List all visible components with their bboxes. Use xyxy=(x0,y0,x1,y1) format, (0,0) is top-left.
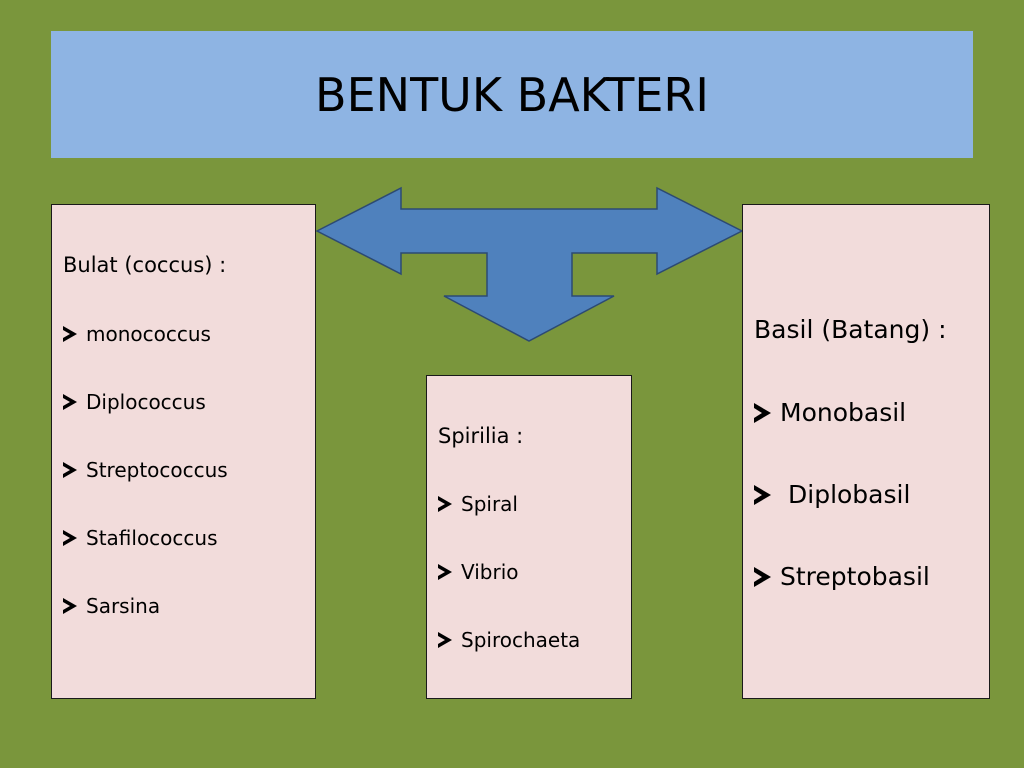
list-item-label: Stafilococcus xyxy=(86,526,218,550)
list-item: monococcus xyxy=(63,322,211,346)
list-item-label: Diplococcus xyxy=(86,390,206,414)
arrow-bullet-icon xyxy=(63,394,77,410)
coccus-box: Bulat (coccus) : monococcus Diplococcus … xyxy=(51,204,316,699)
list-item-label: Streptococcus xyxy=(86,458,228,482)
slide-title: BENTUK BAKTERI xyxy=(315,67,709,122)
basil-box: Basil (Batang) : Monobasil Diplobasil St… xyxy=(742,204,990,699)
list-item: Spirochaeta xyxy=(438,628,580,652)
arrow-bullet-icon xyxy=(438,632,452,648)
list-item: Sarsina xyxy=(63,594,160,618)
list-item-label: Sarsina xyxy=(86,594,161,618)
list-item-label: Streptobasil xyxy=(780,562,930,591)
list-item: Streptobasil xyxy=(754,562,930,591)
arrow-bullet-icon xyxy=(438,564,452,580)
arrow-bullet-icon xyxy=(63,598,77,614)
coccus-heading: Bulat (coccus) : xyxy=(63,253,227,277)
three-way-arrow-shape xyxy=(315,186,744,342)
list-item-label: Vibrio xyxy=(461,560,519,584)
list-item-label: Monobasil xyxy=(780,398,907,427)
list-item-label: Spirochaeta xyxy=(461,628,581,652)
spirilia-box: Spirilia : Spiral Vibrio Spirochaeta xyxy=(426,375,632,699)
arrow-bullet-icon xyxy=(63,326,77,342)
arrow-bullet-icon xyxy=(754,566,771,587)
list-item: Vibrio xyxy=(438,560,519,584)
title-box: BENTUK BAKTERI xyxy=(51,31,973,158)
list-item-label: Diplobasil xyxy=(788,480,911,509)
list-item: Diplococcus xyxy=(63,390,206,414)
list-item-label: monococcus xyxy=(86,322,211,346)
arrow-bullet-icon xyxy=(754,484,771,505)
list-item: Streptococcus xyxy=(63,458,228,482)
list-item: Stafilococcus xyxy=(63,526,218,550)
spirilia-heading: Spirilia : xyxy=(438,424,524,448)
list-item-label: Spiral xyxy=(461,492,518,516)
list-item: Monobasil xyxy=(754,398,906,427)
list-item: Spiral xyxy=(438,492,518,516)
arrow-bullet-icon xyxy=(754,402,771,423)
arrow-bullet-icon xyxy=(63,530,77,546)
arrow-bullet-icon xyxy=(438,496,452,512)
arrow-bullet-icon xyxy=(63,462,77,478)
basil-heading: Basil (Batang) : xyxy=(754,315,947,344)
list-item: Diplobasil xyxy=(754,480,910,509)
